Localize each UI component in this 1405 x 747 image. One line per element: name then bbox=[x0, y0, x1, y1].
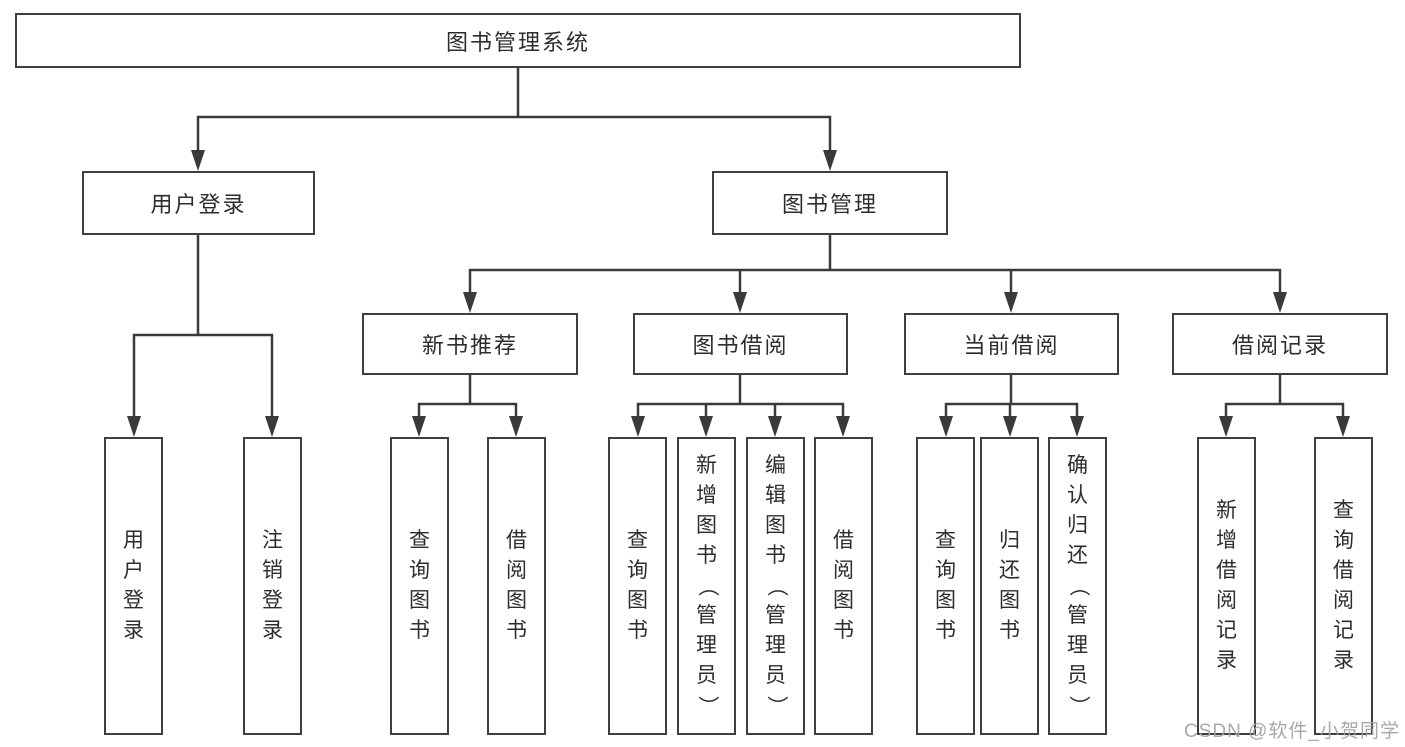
leaf-user-login: 用户登录 bbox=[104, 437, 163, 735]
leaf-query-books-borrow: 查询图书 bbox=[608, 437, 667, 735]
leaf-borrow-books-recommend: 借阅图书 bbox=[487, 437, 546, 735]
csdn-watermark: CSDN @软件_小贺同学 bbox=[1184, 721, 1400, 742]
leaf-borrow-books-borrow: 借阅图书 bbox=[814, 437, 873, 735]
leaf-add-borrow-record: 新增借阅记录 bbox=[1197, 437, 1256, 735]
node-borrow-records: 借阅记录 bbox=[1172, 313, 1388, 375]
node-library-management-system: 图书管理系统 bbox=[15, 13, 1021, 68]
leaf-add-books-admin: 新增图书（管理员） bbox=[677, 437, 736, 735]
node-current-borrow: 当前借阅 bbox=[904, 313, 1119, 375]
leaf-query-borrow-record: 查询借阅记录 bbox=[1314, 437, 1373, 735]
node-book-borrow: 图书借阅 bbox=[633, 313, 848, 375]
leaf-logout-login: 注销登录 bbox=[243, 437, 302, 735]
leaf-return-books: 归还图书 bbox=[980, 437, 1039, 735]
leaf-query-books-recommend: 查询图书 bbox=[390, 437, 449, 735]
leaf-edit-books-admin: 编辑图书（管理员） bbox=[746, 437, 805, 735]
node-user-login: 用户登录 bbox=[82, 171, 315, 235]
leaf-confirm-return-admin: 确认归还（管理员） bbox=[1048, 437, 1107, 735]
leaf-query-books-current: 查询图书 bbox=[916, 437, 975, 735]
node-new-book-recommend: 新书推荐 bbox=[362, 313, 578, 375]
node-book-management: 图书管理 bbox=[712, 171, 948, 235]
